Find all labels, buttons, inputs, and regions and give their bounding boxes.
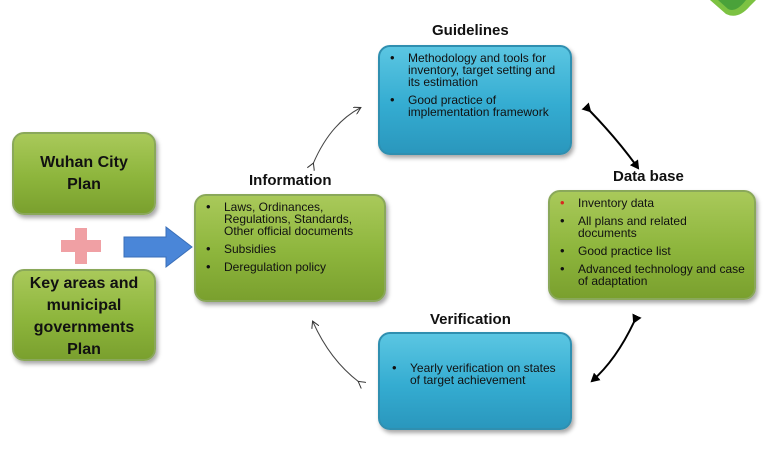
list-item: Yearly verification on states of target …	[388, 362, 562, 386]
plus-icon	[59, 226, 103, 266]
guidelines-box: Methodology and tools for inventory, tar…	[378, 45, 572, 155]
wuhan-city-plan-box: Wuhan City Plan	[12, 132, 156, 215]
verification-title: Verification	[430, 311, 511, 328]
verification-box: Yearly verification on states of target …	[378, 332, 572, 430]
database-title: Data base	[613, 168, 684, 185]
list-item: Inventory data	[556, 197, 748, 209]
key-areas-plan-box: Key areas and municipal governments Plan	[12, 269, 156, 361]
verification-information-arrow	[313, 322, 359, 382]
leaf-logo-icon	[710, 0, 756, 16]
wuhan-city-plan-label: Wuhan City Plan	[40, 154, 128, 193]
guidelines-title: Guidelines	[432, 22, 509, 39]
key-areas-plan-label: Key areas and municipal governments Plan	[29, 275, 139, 358]
list-item: Advanced technology and case of adaptati…	[556, 263, 748, 287]
flow-arrow-icon	[123, 225, 193, 269]
information-guidelines-arrow	[313, 108, 360, 164]
information-title: Information	[249, 172, 332, 189]
database-list: Inventory data All plans and related doc…	[556, 197, 748, 287]
list-item: Methodology and tools for inventory, tar…	[386, 52, 562, 88]
verification-list: Yearly verification on states of target …	[388, 362, 562, 386]
list-item: Deregulation policy	[202, 261, 378, 273]
guidelines-database-arrow	[581, 102, 640, 170]
list-item: Subsidies	[202, 243, 378, 255]
guidelines-list: Methodology and tools for inventory, tar…	[386, 52, 562, 118]
list-item: All plans and related documents	[556, 215, 748, 239]
information-box: Laws, Ordinances, Regulations, Standards…	[194, 194, 386, 302]
information-list: Laws, Ordinances, Regulations, Standards…	[202, 201, 378, 273]
list-item: Good practice list	[556, 245, 748, 257]
list-item: Good practice of implementation framewor…	[386, 94, 562, 118]
database-verification-arrow	[590, 313, 642, 383]
list-item: Laws, Ordinances, Regulations, Standards…	[202, 201, 378, 237]
database-box: Inventory data All plans and related doc…	[548, 190, 756, 300]
